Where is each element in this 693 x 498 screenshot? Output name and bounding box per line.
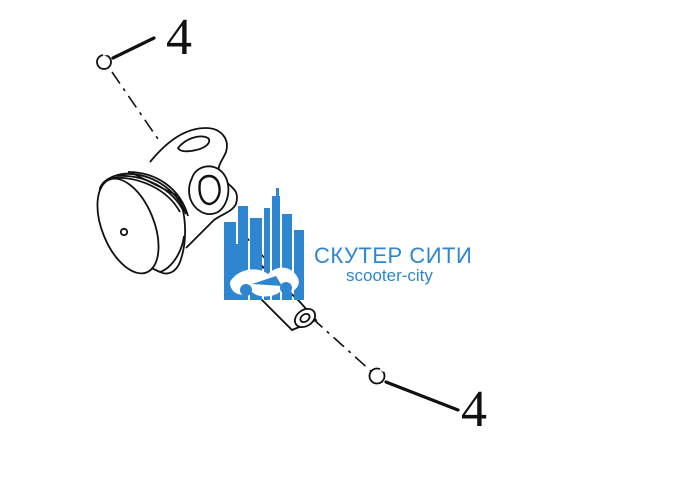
callout-number-top: 4	[166, 9, 192, 66]
circlip-top	[96, 53, 112, 70]
watermark-logo	[224, 188, 304, 300]
circlip-bottom	[368, 367, 386, 385]
watermark-title: СКУТЕР СИТИ	[314, 243, 473, 268]
leader-line-bottom	[384, 380, 460, 412]
callout-number-bottom: 4	[461, 381, 487, 438]
watermark-subtitle: scooter-city	[346, 266, 433, 285]
leader-line-top	[111, 36, 156, 60]
piston	[96, 127, 238, 275]
